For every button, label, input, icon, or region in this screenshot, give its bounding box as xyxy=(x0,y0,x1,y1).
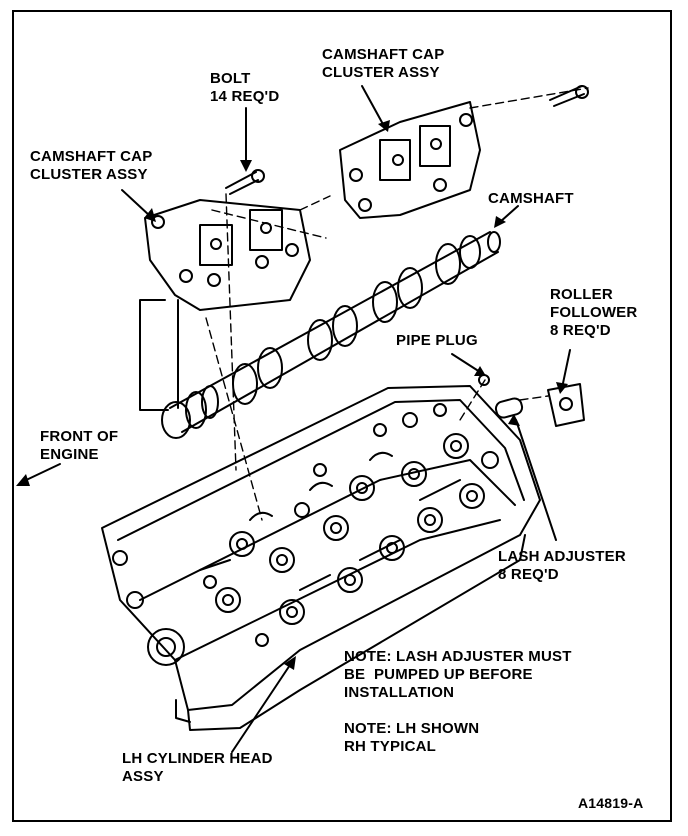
camshaft-label: CAMSHAFT xyxy=(488,190,574,207)
pipe-plug-label: PIPE PLUG xyxy=(396,332,478,349)
valve-springs xyxy=(203,403,499,647)
roller-follower-part xyxy=(547,383,585,427)
camshaft-part xyxy=(161,231,501,439)
lash-adjuster-part xyxy=(494,397,524,419)
pipe-plug-part xyxy=(478,374,490,386)
cap-cluster-right xyxy=(339,101,481,219)
arrowheads xyxy=(16,120,568,670)
figure-id: A14819-A xyxy=(578,795,644,811)
guide-lines xyxy=(205,87,589,521)
bolts xyxy=(225,85,589,195)
diagram-frame xyxy=(12,10,672,822)
cylinder-head xyxy=(101,385,541,731)
leader-lines xyxy=(21,85,571,753)
cap-cluster-left xyxy=(139,199,311,411)
